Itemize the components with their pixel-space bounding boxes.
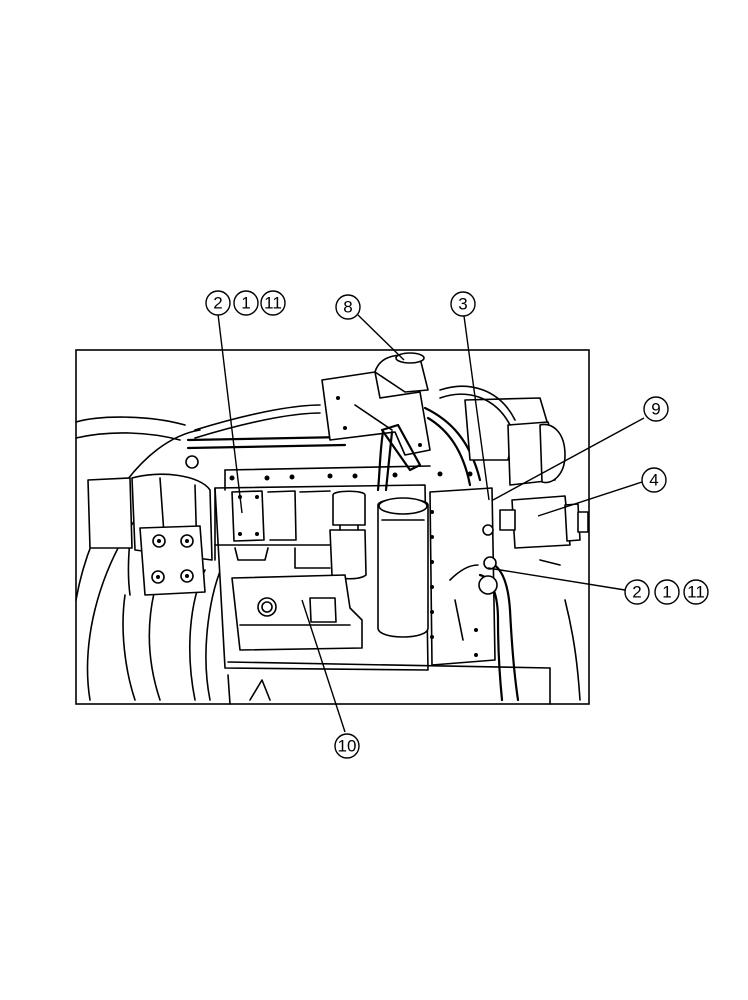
callout-2-right: 2: [624, 579, 650, 605]
svg-text:2: 2: [632, 583, 641, 602]
leader-2-right: [487, 567, 626, 591]
leader-9: [492, 417, 645, 501]
callout-11-top: 11: [260, 290, 286, 316]
engine-illustration: [75, 352, 589, 705]
svg-text:4: 4: [649, 471, 658, 490]
leader-2-top: [217, 313, 243, 514]
leader-8: [357, 314, 405, 361]
svg-text:8: 8: [343, 298, 352, 317]
svg-text:11: 11: [687, 583, 705, 602]
callout-1-right: 1: [654, 579, 680, 605]
svg-text:1: 1: [662, 583, 671, 602]
svg-text:10: 10: [338, 737, 357, 756]
callout-1-top: 1: [233, 290, 259, 316]
svg-text:3: 3: [458, 295, 467, 314]
leader-3: [463, 315, 490, 501]
leader-10: [301, 599, 346, 733]
callouts: 2 1 11 8 3 9 4 2: [205, 290, 709, 759]
callout-11-right: 11: [683, 579, 709, 605]
svg-text:2: 2: [213, 294, 222, 313]
leader-4: [537, 481, 643, 517]
callout-3: 3: [450, 291, 476, 317]
callout-4: 4: [641, 467, 667, 493]
svg-text:1: 1: [241, 294, 250, 313]
callout-10: 10: [334, 733, 360, 759]
callout-2-top: 2: [205, 290, 231, 316]
svg-text:11: 11: [264, 294, 282, 313]
svg-text:9: 9: [651, 400, 660, 419]
leader-lines: [217, 313, 645, 733]
callout-8: 8: [335, 294, 361, 320]
callout-9: 9: [643, 396, 669, 422]
